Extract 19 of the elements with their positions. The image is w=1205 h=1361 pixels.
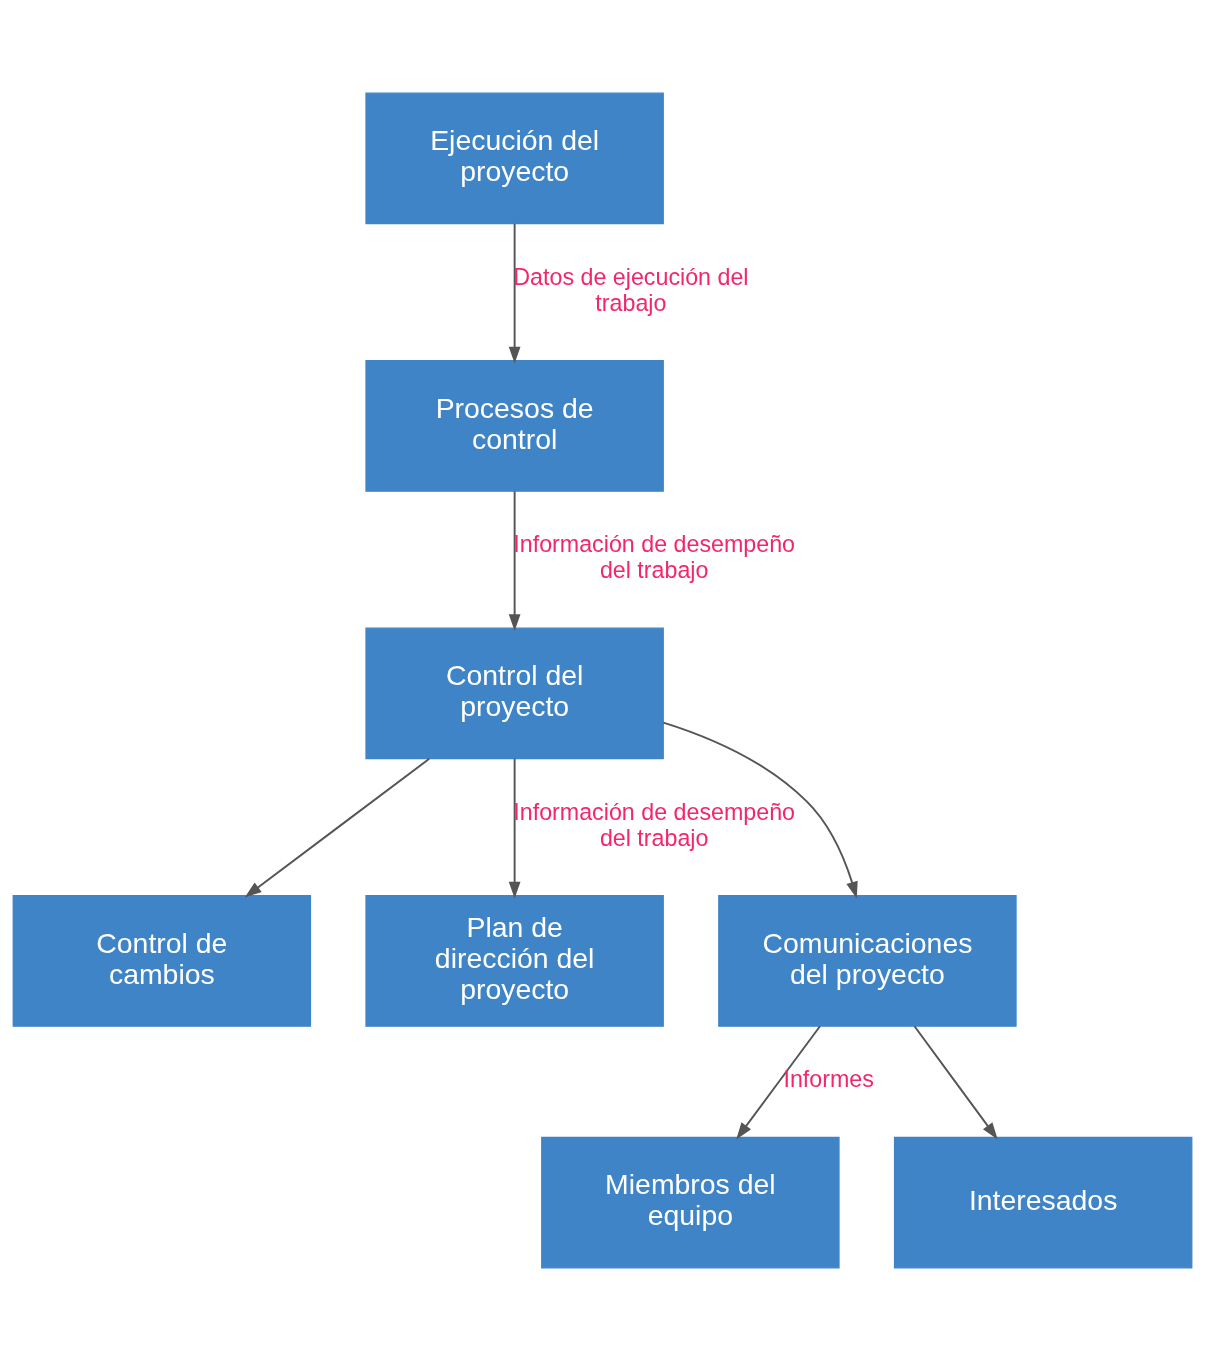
node-box: Procesos de control xyxy=(365,360,664,492)
arrow xyxy=(508,222,521,364)
node-box: Control de cambios xyxy=(12,895,312,1027)
edge-label: Información de desempeño del trabajo xyxy=(513,531,796,584)
node-box: Control del proyecto xyxy=(365,627,664,760)
arrow xyxy=(913,1025,998,1140)
edge-label: Información de desempeño del trabajo xyxy=(513,798,796,851)
arrow xyxy=(508,490,521,632)
node-box: Plan de dirección del proyecto xyxy=(365,895,664,1027)
node-box: Comunicaciones del proyecto xyxy=(718,895,1017,1027)
arrow xyxy=(736,1025,821,1140)
node-box: Miembros del equipo xyxy=(541,1136,840,1269)
node-box: Interesados xyxy=(893,1136,1193,1269)
arrow xyxy=(244,757,431,898)
arrow xyxy=(508,757,521,899)
arrow xyxy=(662,721,858,899)
edge-label: Informes xyxy=(783,1066,874,1093)
node-box: Ejecución del proyecto xyxy=(365,92,664,225)
edge-label: Datos de ejecución del trabajo xyxy=(513,263,749,316)
